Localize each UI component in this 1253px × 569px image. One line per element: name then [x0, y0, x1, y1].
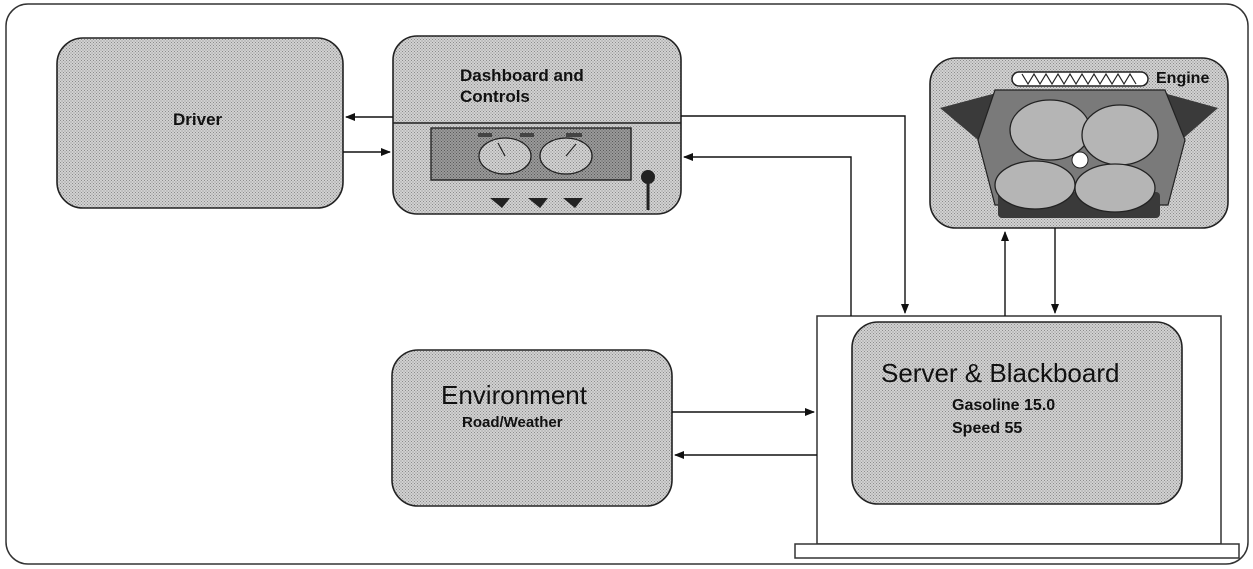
environment-title: Environment: [441, 380, 587, 410]
server-speed: Speed 55: [952, 420, 1023, 437]
dashboard-box: [392, 35, 682, 215]
arrow-dashboard-to-server: [681, 115, 909, 314]
environment-subtitle: Road/Weather: [462, 414, 563, 431]
server-base: [794, 543, 1240, 559]
arrow-server-to-dashboard: [683, 153, 852, 316]
connectors: [343, 113, 1059, 459]
pedal-1: [490, 198, 510, 208]
dashboard-label-line2: Controls: [460, 87, 530, 106]
engine-label: Engine: [1156, 70, 1210, 87]
pedal-3: [563, 198, 583, 208]
air-filter-icon: [1011, 71, 1149, 87]
driver-box: [56, 37, 344, 209]
pedal-2: [528, 198, 548, 208]
server-title: Server & Blackboard: [881, 358, 1120, 388]
environment-box: [391, 349, 673, 507]
dashboard-label-line1: Dashboard and: [460, 66, 584, 85]
server-gasoline: Gasoline 15.0: [952, 397, 1056, 414]
driver-label: Driver: [173, 110, 223, 129]
engine-box: [929, 57, 1229, 229]
server-box: [851, 321, 1183, 505]
